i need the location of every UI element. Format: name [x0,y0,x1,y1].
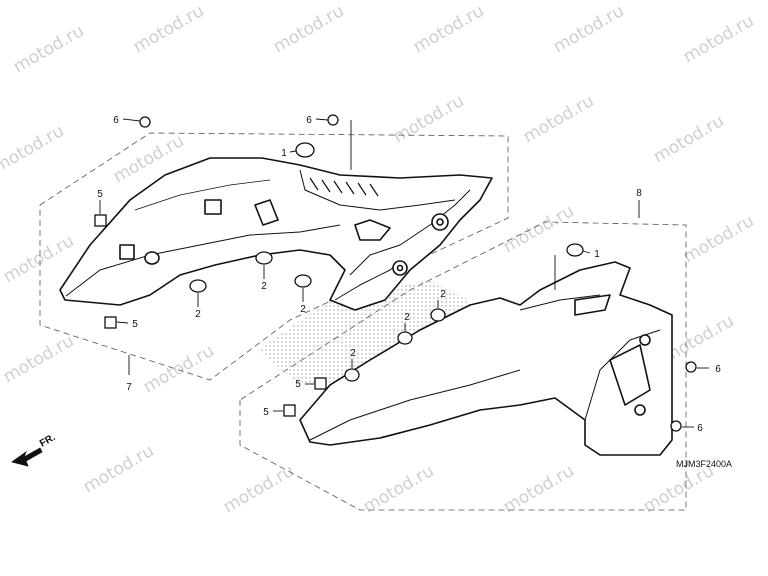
upper-side-panel [59,157,493,311]
grommet-icon [255,251,273,265]
grommet-icon [344,368,360,382]
screw-icon [327,114,339,126]
lower-side-panel [299,261,673,456]
grommet-icon [294,274,312,288]
direction-label: FR. [38,432,58,450]
callout-6-lower-a: 6 [715,364,721,375]
lower-panel-fasteners [283,243,697,432]
callout-5-upper-bottom: 5 [132,319,138,330]
grommet-icon [397,331,413,345]
clip-nut-icon [94,214,107,227]
screw-icon [139,116,151,128]
callout-1-lower: 1 [594,249,600,260]
callout-2-upper-c: 2 [300,304,306,315]
assembly-number-7: 7 [126,382,132,393]
grommet-icon [430,308,446,322]
upper-panel-fasteners [94,114,339,329]
callout-5-lower-b: 5 [263,407,269,418]
shading-area [258,280,470,385]
grommet-icon [189,279,207,293]
callout-6-top-mid: 6 [306,115,312,126]
callout-5-lower-a: 5 [295,379,301,390]
diagram-code: MJM3F2400A [676,459,732,469]
leader-lines [99,118,709,428]
screw-icon [685,361,697,373]
clip-nut-icon [104,316,117,329]
callout-labels: 6 6 1 5 5 2 2 2 1 2 2 2 5 5 6 6 7 8 [97,115,721,434]
assembly-number-8: 8 [636,188,642,199]
grommet-icon [566,243,584,257]
callout-2-upper-b: 2 [261,281,267,292]
callout-5-upper-left: 5 [97,189,103,200]
screw-icon [670,420,682,432]
callout-6-lower-b: 6 [697,423,703,434]
grommet-icon [295,142,315,158]
front-direction-arrow-icon: FR. [11,432,58,467]
callout-2-lower-a: 2 [440,289,446,300]
callout-6-top-left: 6 [113,115,119,126]
callout-2-upper-a: 2 [195,309,201,320]
clip-nut-icon [283,404,296,417]
callout-2-lower-b: 2 [404,312,410,323]
clip-nut-icon [314,377,327,390]
callout-1-upper: 1 [281,148,287,159]
callout-2-lower-c: 2 [350,348,356,359]
